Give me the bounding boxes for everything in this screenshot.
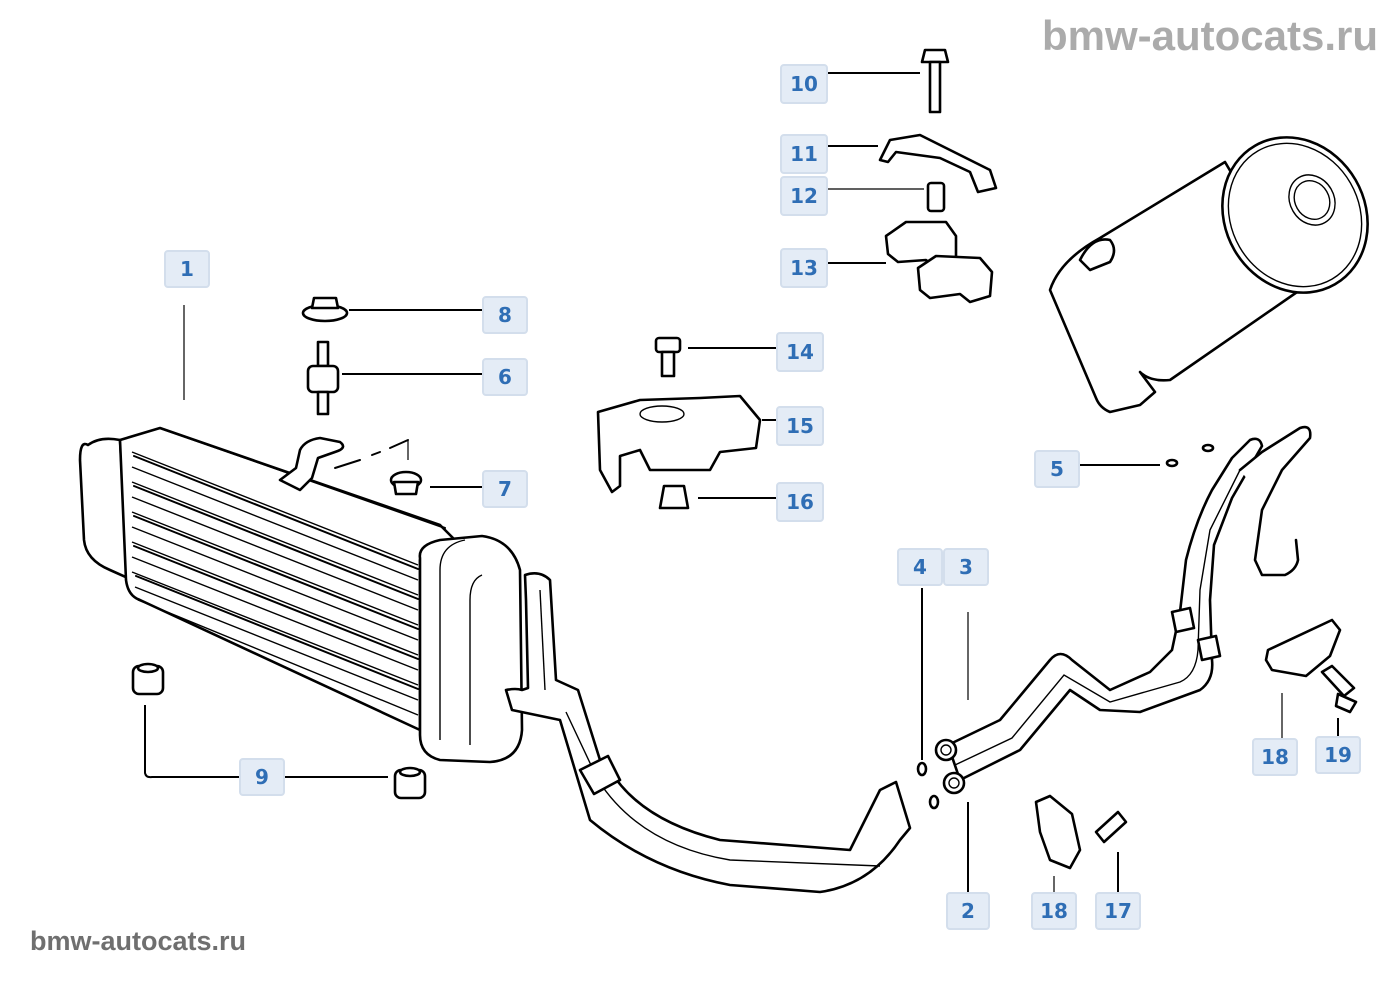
- callout-5[interactable]: 5: [1034, 450, 1080, 488]
- oil-filter-housing-drawing: [1048, 136, 1369, 414]
- callout-9[interactable]: 9: [239, 758, 285, 796]
- oil-lines-drawing: [916, 425, 1312, 810]
- callout-4[interactable]: 4: [897, 548, 943, 586]
- callout-10[interactable]: 10: [780, 64, 828, 104]
- cooler-line-drawing: [504, 572, 912, 894]
- callout-6[interactable]: 6: [482, 358, 528, 396]
- callout-17[interactable]: 17: [1095, 892, 1141, 930]
- callout-13[interactable]: 13: [780, 248, 828, 288]
- leader-lines: [144, 72, 1339, 894]
- callout-18-right[interactable]: 18: [1252, 738, 1298, 776]
- watermark-bottom: bmw-autocats.ru: [30, 926, 247, 956]
- callout-8[interactable]: 8: [482, 296, 528, 334]
- callout-7[interactable]: 7: [482, 470, 528, 508]
- callout-19[interactable]: 19: [1315, 736, 1361, 774]
- callout-2[interactable]: 2: [946, 892, 990, 930]
- callout-11[interactable]: 11: [780, 134, 828, 174]
- callout-12[interactable]: 12: [780, 176, 828, 216]
- oil-cooler-drawing: [78, 426, 524, 764]
- hardware-drawing: [131, 48, 1358, 870]
- callout-18-bottom[interactable]: 18: [1031, 892, 1077, 930]
- callout-16[interactable]: 16: [776, 482, 824, 522]
- watermark-top: bmw-autocats.ru: [1041, 12, 1378, 59]
- callout-15[interactable]: 15: [776, 406, 824, 446]
- callout-14[interactable]: 14: [776, 332, 824, 372]
- callout-1[interactable]: 1: [164, 250, 210, 288]
- callout-3[interactable]: 3: [943, 548, 989, 586]
